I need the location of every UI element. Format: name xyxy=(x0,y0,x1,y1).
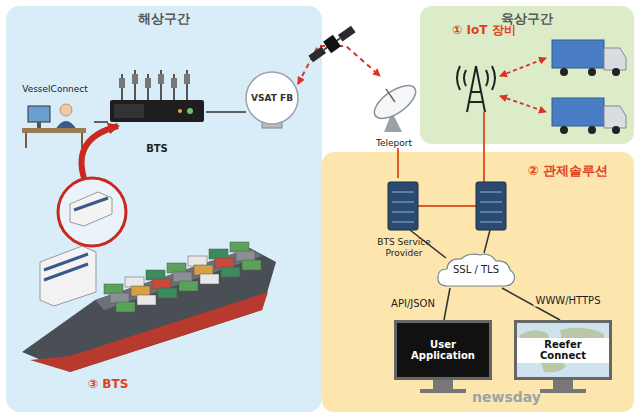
satellite xyxy=(307,23,358,64)
server xyxy=(476,182,506,230)
bts-rack xyxy=(110,70,204,122)
container-box xyxy=(236,251,255,261)
node-text: VesselConnect xyxy=(22,84,88,94)
connector xyxy=(444,288,450,320)
edge-label: API/JSON xyxy=(389,297,437,310)
operator-icon xyxy=(22,104,86,148)
connector xyxy=(206,111,246,113)
container-box xyxy=(125,277,144,287)
container-box xyxy=(116,302,135,312)
container-box xyxy=(158,288,177,298)
land-section-panel: 육상구간① IoT 장비 xyxy=(420,6,634,144)
container-box xyxy=(242,260,261,270)
container-box xyxy=(200,274,219,284)
service-provider-server: BTS Service Provider xyxy=(362,178,446,258)
control-solution-panel: ② 관제솔루션 BTS Service ProviderSSL / TLS User… xyxy=(322,152,634,412)
server xyxy=(388,182,418,230)
truck xyxy=(552,98,626,134)
container-box xyxy=(230,242,249,252)
node-text: VSAT FB xyxy=(251,93,293,103)
cloud-outline xyxy=(438,254,515,286)
ssl-cloud: SSL / TLS xyxy=(436,252,516,288)
panel-fill xyxy=(322,152,634,412)
container-box xyxy=(215,258,234,268)
container-ship xyxy=(22,242,276,372)
container-box xyxy=(104,284,123,294)
node-text: Teleport xyxy=(376,138,412,148)
container-box xyxy=(131,286,150,296)
node-text: 해상구간 xyxy=(138,12,190,27)
connector xyxy=(298,46,380,84)
container-box xyxy=(110,293,129,303)
node-text: ① IoT 장비 xyxy=(452,24,515,38)
node-text: BTS Service Provider xyxy=(362,237,446,258)
node-text: Reefer Connect xyxy=(517,338,609,363)
panel-fill xyxy=(420,6,634,144)
connector xyxy=(397,148,399,178)
container-box xyxy=(209,249,228,259)
vessel-connect-node: VesselConnect xyxy=(16,84,94,156)
panel-fill xyxy=(6,6,322,412)
callout-number: ③ BTS xyxy=(88,378,128,391)
container-box xyxy=(167,263,186,273)
bts-unit: BTS xyxy=(108,62,206,154)
node-text: BTS xyxy=(146,143,168,155)
connector xyxy=(94,121,108,123)
vsat-dome: VSAT FB xyxy=(246,72,298,124)
container-box xyxy=(173,272,192,282)
container-box xyxy=(194,265,213,275)
zoom-callout xyxy=(58,126,126,246)
container-box xyxy=(137,295,156,305)
node-text: ② 관제솔루션 xyxy=(527,164,608,179)
container-box xyxy=(146,270,165,280)
watermark: newsday xyxy=(472,390,541,405)
truck xyxy=(552,40,626,76)
node-text: User Application xyxy=(397,339,489,362)
edge-label: WWW/HTTPS xyxy=(534,294,603,307)
truck-links xyxy=(500,58,546,112)
reefer-connect-monitor: Reefer Connect xyxy=(514,320,612,380)
container-box xyxy=(221,267,240,277)
container-box xyxy=(152,279,171,289)
user-application-monitor: User Application xyxy=(394,320,492,380)
container-box xyxy=(188,256,207,266)
container-box xyxy=(179,281,198,291)
teleport-dish xyxy=(366,75,421,132)
iot-tower xyxy=(457,66,495,112)
map-picture xyxy=(517,323,609,377)
sea-section-panel: 해상구간 VesselConnectBTS VSAT FB xyxy=(6,6,322,412)
iot-device-node: ① IoT 장비 xyxy=(434,24,534,116)
vsat-dome xyxy=(246,72,298,128)
teleport-node: Teleport xyxy=(356,76,432,148)
node-text: SSL / TLS xyxy=(453,264,499,276)
